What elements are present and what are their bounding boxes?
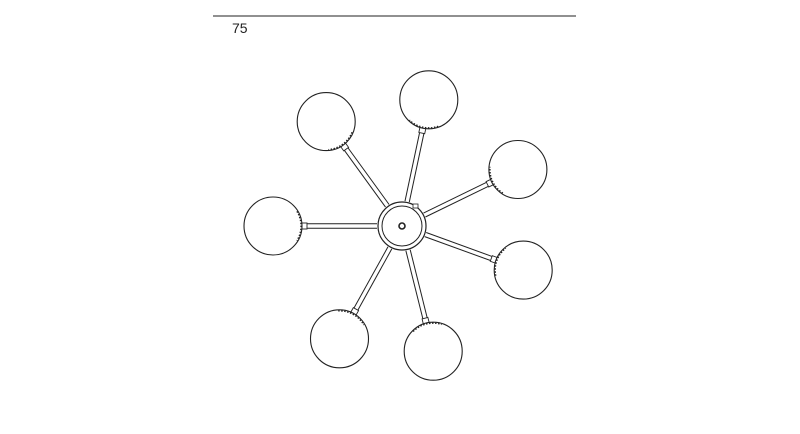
- arm-rod-line: [346, 146, 390, 205]
- arm-4: [403, 249, 463, 381]
- globe-neck: [338, 310, 365, 326]
- arm-rod-line: [356, 248, 393, 312]
- globe-shade: [296, 92, 356, 152]
- arm-rod-line: [424, 236, 492, 262]
- globe-neck: [409, 119, 439, 129]
- globe-shade: [399, 70, 459, 130]
- arm-rod-line: [425, 185, 490, 218]
- arm-1: [399, 70, 459, 203]
- arm-3: [424, 232, 553, 300]
- arm-rod-line: [426, 232, 494, 258]
- dimension-label: 75: [232, 20, 248, 36]
- arm-2: [423, 139, 548, 218]
- globe-neck: [328, 132, 353, 151]
- arm-rod-line: [343, 149, 386, 208]
- globe-shade: [488, 139, 548, 200]
- arm-rod-line: [404, 131, 421, 202]
- arm-rod-line: [423, 181, 488, 214]
- arm-rod-line: [409, 249, 428, 319]
- arms-group: [243, 70, 553, 381]
- canopy: [377, 201, 427, 251]
- globe-shade: [403, 321, 463, 381]
- globe-shade: [243, 196, 303, 256]
- globe-shade: [309, 309, 370, 369]
- arm-5: [309, 246, 393, 369]
- arm-rod-line: [405, 250, 424, 320]
- canopy-tab: [412, 203, 419, 209]
- globe-neck: [296, 211, 302, 241]
- globe-shade: [493, 240, 553, 300]
- arm-6: [243, 196, 377, 256]
- arm-rod-line: [353, 246, 389, 310]
- globe-neck: [489, 166, 504, 194]
- globe-neck: [494, 247, 507, 276]
- globe-neck: [412, 322, 442, 332]
- arm-rod-line: [408, 132, 425, 203]
- arm-7: [296, 92, 390, 208]
- canopy-center-screw: [398, 222, 406, 230]
